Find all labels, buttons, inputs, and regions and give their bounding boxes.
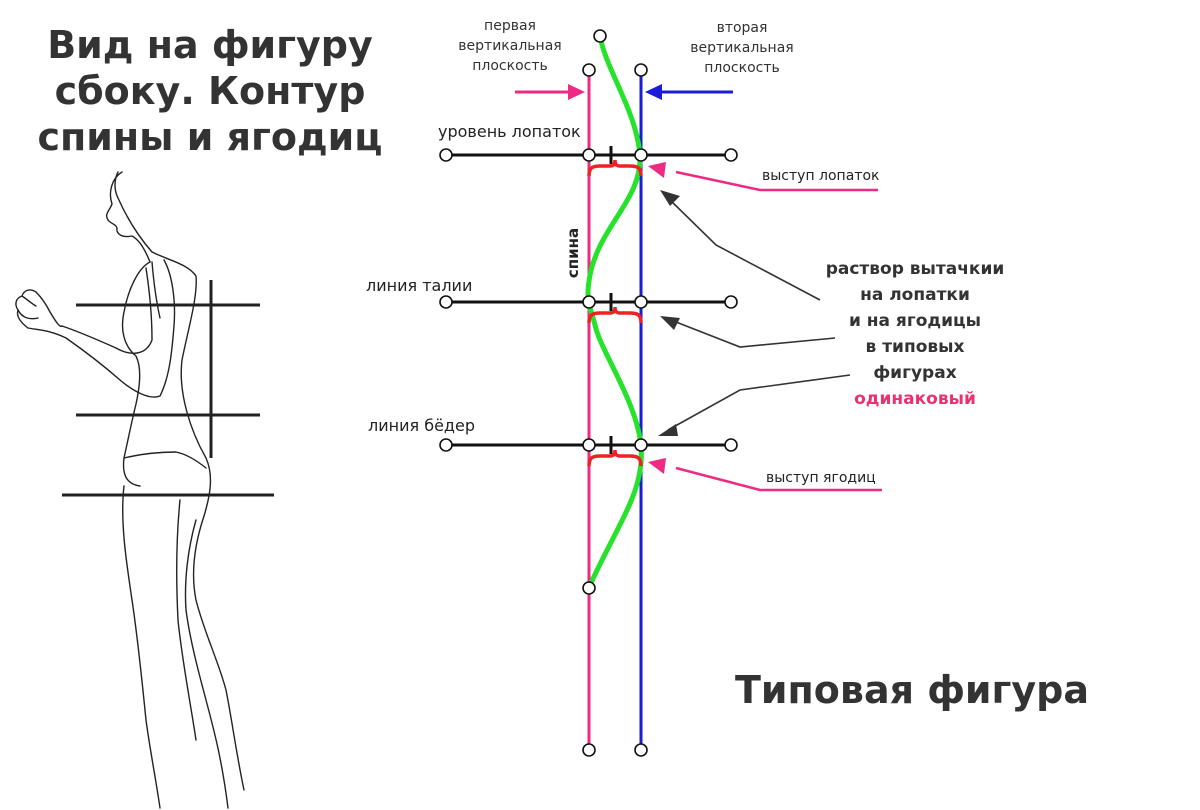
- plane-label-line: вертикальная: [458, 38, 562, 54]
- point-circle: [634, 148, 648, 162]
- note-line: фигурах: [873, 363, 957, 383]
- dart-pointer-bottom: [667, 374, 851, 431]
- inner-leg: [176, 499, 197, 741]
- point-circle: [634, 295, 648, 309]
- blade-projection-arrow: [648, 162, 878, 192]
- head-outline: [105, 171, 151, 263]
- plane-label-line: первая: [484, 18, 536, 34]
- point-circle: [439, 295, 453, 309]
- point-circle: [724, 438, 738, 452]
- buttocks-projection-label: выступ ягодиц: [766, 470, 876, 486]
- point-circle: [634, 63, 648, 77]
- plane-label-line: вертикальная: [690, 40, 794, 56]
- point-circle: [582, 295, 596, 309]
- control-points: [439, 29, 738, 757]
- second-plane-label: вторая вертикальная плоскость: [672, 18, 812, 78]
- point-circle: [634, 438, 648, 452]
- typical-figure-title: Типовая фигура: [735, 668, 1090, 712]
- back-label: спина: [564, 227, 583, 279]
- dart-pointer-top: [667, 197, 821, 301]
- point-circle: [724, 148, 738, 162]
- blade-projection-label: выступ лопаток: [762, 168, 880, 184]
- point-circle: [582, 438, 596, 452]
- figure-side-view-title: Вид на фигуру сбоку. Контур спины и ягод…: [30, 22, 390, 160]
- title-line: сбоку. Контур: [54, 69, 366, 113]
- back-contour: [114, 171, 245, 791]
- point-circle: [634, 743, 648, 757]
- brace-waist: [587, 306, 643, 324]
- plane-label-line: плоскость: [704, 60, 780, 76]
- dart-note: раствор вытачкии на лопатки и на ягодицы…: [800, 256, 1030, 412]
- title-line: Вид на фигуру: [47, 23, 373, 67]
- dart-pointer-middle: [675, 321, 836, 348]
- first-plane-label: первая вертикальная плоскость: [440, 16, 580, 76]
- note-line: в типовых: [865, 337, 965, 357]
- note-line: раствор вытачкии: [825, 259, 1005, 279]
- shoulder-blades-level-label: уровень лопаток: [438, 122, 581, 141]
- back-leg: [184, 519, 229, 809]
- plane-label-line: вторая: [716, 20, 768, 36]
- arm-inner: [61, 267, 153, 354]
- dart-pointer-heads: [658, 190, 680, 436]
- arm-outline: [27, 259, 176, 398]
- point-circle: [439, 148, 453, 162]
- buttocks-projection-arrow: [648, 458, 882, 492]
- swimsuit-strap: [151, 261, 161, 319]
- plane-label-line: плоскость: [472, 58, 548, 74]
- point-circle: [582, 63, 596, 77]
- note-line: на лопатки: [860, 285, 970, 305]
- second-plane-arrow: [645, 84, 733, 100]
- swimsuit-leg: [123, 451, 207, 469]
- point-circle: [593, 29, 607, 43]
- note-line: и на ягодицы: [848, 311, 982, 331]
- waist-level-label: линия талии: [366, 276, 473, 295]
- figure-level-lines: [62, 280, 274, 497]
- point-circle: [439, 438, 453, 452]
- note-accent: одинаковый: [854, 389, 976, 409]
- point-circle: [724, 295, 738, 309]
- point-circle: [582, 743, 596, 757]
- brace-hips: [587, 449, 643, 467]
- front-leg: [122, 485, 161, 809]
- hips-level-label: линия бёдер: [368, 416, 475, 435]
- first-plane-arrow: [515, 84, 585, 100]
- brace-shoulder-blades: [587, 159, 643, 177]
- point-circle: [582, 148, 596, 162]
- dart-pointer-arrows: [667, 197, 851, 431]
- point-circle: [582, 581, 596, 595]
- title-line: спины и ягодиц: [37, 115, 383, 159]
- hand-outline: [15, 289, 63, 329]
